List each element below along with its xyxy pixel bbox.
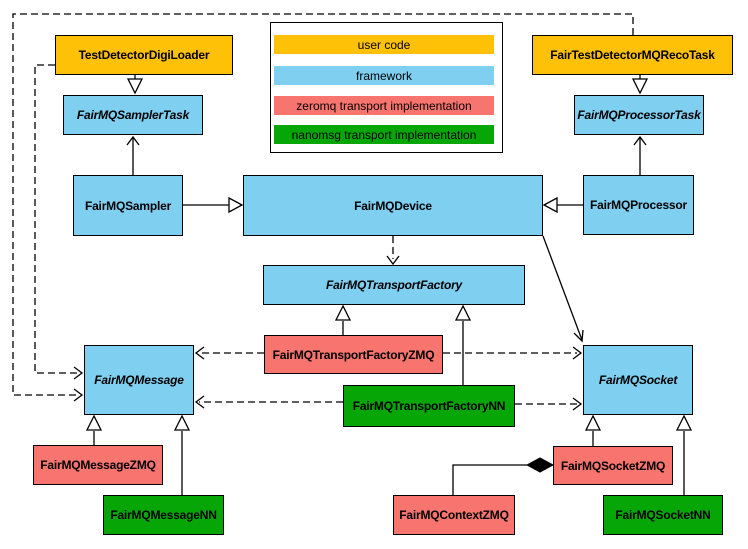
dependency-factorynn-to-message — [194, 395, 343, 409]
inheritance-socketnn-to-socket — [675, 414, 693, 495]
inheritance-socketzmq-to-socket — [584, 414, 602, 446]
inheritance-processor-to-device — [542, 196, 583, 214]
inheritance-messagezmq-to-message — [85, 414, 103, 445]
association-device-to-socket — [542, 235, 584, 343]
dependency-factorynn-to-socket — [515, 397, 583, 411]
dependency-recotask-to-message — [12, 13, 634, 402]
node-fairmqtransportfactoryzmq: FairMQTransportFactoryZMQ — [264, 335, 443, 374]
dependency-factoryzmq-to-message — [194, 346, 264, 360]
legend-item-framework: framework — [274, 66, 494, 85]
node-testdetectordigiloader: TestDetectorDigiLoader — [55, 35, 233, 75]
node-fairmqprocessortask: FairMQProcessorTask — [574, 95, 704, 135]
dependency-factoryzmq-to-socket — [443, 346, 583, 360]
node-fairmqsampler: FairMQSampler — [73, 175, 183, 236]
association-processor-to-processortask — [633, 135, 647, 175]
node-fairtestdetectormqrecotask: FairTestDetectorMQRecoTask — [532, 35, 733, 75]
inheritance-recotask-to-processortask — [631, 75, 649, 95]
node-fairmqtransportfactorynn: FairMQTransportFactoryNN — [343, 385, 515, 427]
dependency-device-to-transportfactory — [386, 236, 400, 266]
node-fairmqsocketzmq: FairMQSocketZMQ — [553, 446, 673, 485]
node-fairmqdevice: FairMQDevice — [243, 175, 543, 236]
node-fairmqcontextzmq: FairMQContextZMQ — [393, 495, 515, 535]
legend-item-zeromq: zeromq transport implementation — [274, 96, 494, 115]
composition-socketzmq-contextzmq — [452, 457, 555, 495]
legend-item-user-code: user code — [274, 35, 494, 54]
inheritance-digiloader-to-samplertask — [126, 75, 144, 95]
node-fairmqsocket: FairMQSocket — [583, 345, 693, 415]
association-sampler-to-samplertask — [126, 135, 140, 175]
node-fairmqprocessor: FairMQProcessor — [583, 175, 694, 235]
inheritance-factorynn-to-transportfactory — [454, 304, 472, 385]
inheritance-factoryzmq-to-transportfactory — [334, 304, 352, 335]
node-fairmqsamplertask: FairMQSamplerTask — [63, 95, 203, 135]
legend: user code framework zeromq transport imp… — [270, 22, 503, 153]
inheritance-sampler-to-device — [183, 196, 244, 214]
node-fairmqsocketnn: FairMQSocketNN — [603, 495, 723, 535]
node-fairmqmessagenn: FairMQMessageNN — [103, 495, 224, 535]
node-fairmqtransportfactory: FairMQTransportFactory — [263, 265, 525, 305]
inheritance-messagenn-to-message — [173, 414, 191, 495]
node-fairmqmessagezmq: FairMQMessageZMQ — [33, 445, 163, 485]
dependency-digiloader-to-message — [34, 64, 84, 380]
node-fairmqmessage: FairMQMessage — [84, 345, 194, 415]
legend-item-nanomsg: nanomsg transport implementation — [274, 125, 494, 144]
